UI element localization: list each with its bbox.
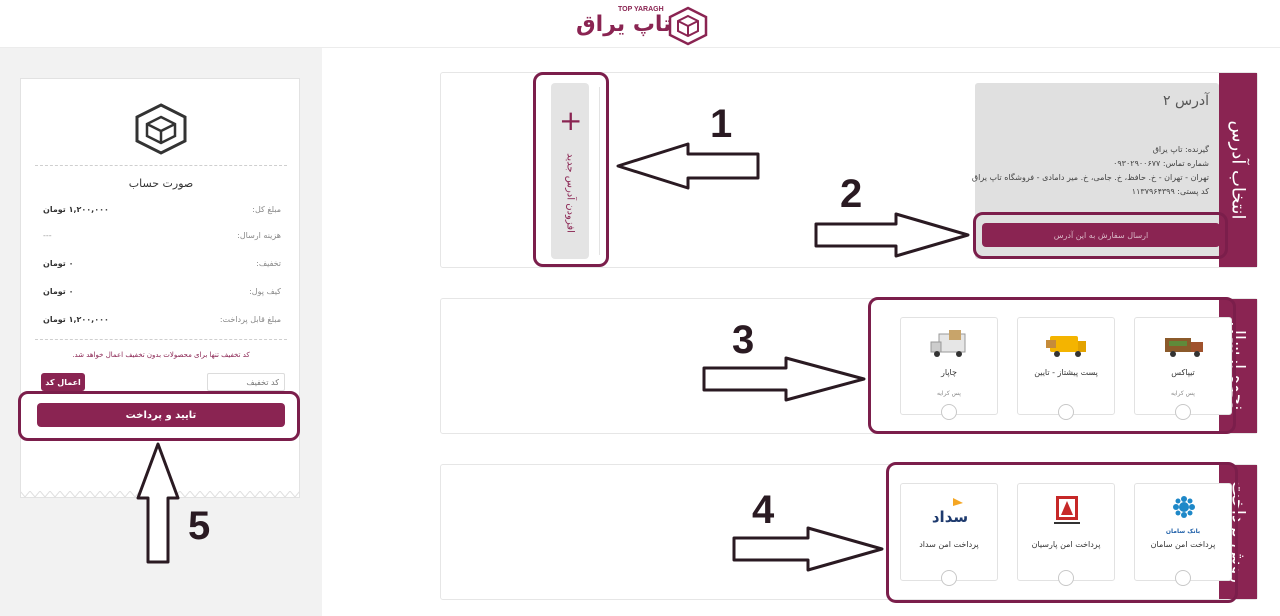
address-receiver: گیرنده: تاپ یراق xyxy=(1152,145,1209,154)
shipping-option-name: پست پیشتاز - تایین xyxy=(1034,368,1098,377)
add-address-label: افزودن آدرس جدید xyxy=(564,153,576,233)
sadad-logo: سداد xyxy=(932,498,968,526)
invoice-logo-icon xyxy=(135,103,187,155)
address-tab: انتخاب آدرس xyxy=(1219,73,1257,267)
post-van-icon xyxy=(1046,336,1086,357)
send-to-address-button[interactable]: ارسال سفارش به این آدرس xyxy=(982,223,1220,247)
discount-note: کد تخفیف تنها برای محصولات بدون تخفیف اع… xyxy=(72,351,250,359)
invoice-column: صورت حساب مبلغ کل: ۱,۲۰۰,۰۰۰ تومان هزینه… xyxy=(0,48,322,616)
row-label: کیف پول: xyxy=(249,287,281,296)
payment-option-sadad[interactable]: سداد پرداخت امن سداد xyxy=(900,483,998,586)
shipping-option-sub: پس کرایه xyxy=(937,390,961,397)
saman-logo-text: بانک سامان xyxy=(1165,528,1201,535)
invoice-row-payable: مبلغ قابل پرداخت: ۱,۲۰۰,۰۰۰ تومان xyxy=(43,313,281,329)
payment-option-name: پرداخت امن سداد xyxy=(919,540,979,549)
apply-code-button[interactable]: اعمال کد xyxy=(41,373,85,391)
shipping-radio[interactable] xyxy=(1058,404,1074,420)
row-label: تخفیف: xyxy=(256,259,281,268)
payment-option-name: پرداخت امن سامان xyxy=(1150,540,1216,549)
brand-latin-name: TOP YARAGH xyxy=(618,6,664,13)
shipping-option-name: تیپاکس xyxy=(1171,368,1195,377)
shipping-option-chapar[interactable]: چاپار پس کرایه xyxy=(900,317,998,420)
row-value: --- xyxy=(43,231,52,240)
address-title: آدرس ۲ xyxy=(1163,93,1209,109)
annotation-number-3: 3 xyxy=(732,318,755,362)
payment-radio[interactable] xyxy=(1058,570,1074,586)
invoice-card: صورت حساب مبلغ کل: ۱,۲۰۰,۰۰۰ تومان هزینه… xyxy=(20,78,300,498)
annotation-number-5: 5 xyxy=(188,504,211,548)
site-logo[interactable]: TOP YARAGH تاپ یراق xyxy=(574,4,714,46)
saman-bank-logo xyxy=(1173,496,1195,518)
tipax-truck-icon xyxy=(1165,338,1203,357)
plus-icon: + xyxy=(559,104,583,137)
divider xyxy=(35,165,287,166)
row-value: ۰ تومان xyxy=(43,259,74,268)
shipping-section: نحوه ارسال تیپاکس پس کرایه پست پیشتاز - … xyxy=(440,298,1258,434)
discount-code-input[interactable] xyxy=(207,373,285,391)
brand-name: تاپ یراق xyxy=(576,12,672,37)
row-value: ۱,۲۰۰,۰۰۰ تومان xyxy=(43,205,109,214)
divider xyxy=(599,87,600,255)
address-card[interactable]: آدرس ۲ گیرنده: تاپ یراق شماره تماس: ۰۹۳۰… xyxy=(971,83,1220,259)
add-new-address-button[interactable]: + افزودن آدرس جدید xyxy=(551,83,589,259)
shipping-radio[interactable] xyxy=(941,404,957,420)
shipping-option-tipax[interactable]: تیپاکس پس کرایه xyxy=(1134,317,1232,420)
invoice-row-wallet: کیف پول: ۰ تومان xyxy=(43,285,281,301)
chapar-truck-icon xyxy=(930,330,966,357)
invoice-title: صورت حساب xyxy=(128,177,194,190)
annotation-number-1: 1 xyxy=(710,102,733,146)
shipping-radio[interactable] xyxy=(1175,404,1191,420)
divider xyxy=(35,339,287,340)
payment-section: روش پرداخت بانک سامان پرداخت امن سامان پ… xyxy=(440,464,1258,600)
address-section: انتخاب آدرس + افزودن آدرس جدید آدرس ۲ گی… xyxy=(440,72,1258,268)
parsian-bank-logo xyxy=(1054,496,1080,524)
payment-option-saman[interactable]: بانک سامان پرداخت امن سامان xyxy=(1134,483,1232,586)
row-label: مبلغ قابل پرداخت: xyxy=(219,315,281,324)
confirm-and-pay-button[interactable]: تایید و پرداخت xyxy=(37,403,285,427)
payment-radio[interactable] xyxy=(941,570,957,586)
address-postal: کد پستی: ۱۱۳۷۹۶۴۳۹۹ xyxy=(1131,187,1209,196)
payment-radio[interactable] xyxy=(1175,570,1191,586)
invoice-row-discount: تخفیف: ۰ تومان xyxy=(43,257,281,273)
row-value: ۰ تومان xyxy=(43,287,74,296)
receipt-edge xyxy=(20,491,300,498)
shipping-option-sub: پس کرایه xyxy=(1171,390,1195,397)
row-label: هزینه ارسال: xyxy=(237,231,281,240)
address-tab-label: انتخاب آدرس xyxy=(1227,120,1249,220)
address-phone: شماره تماس: ۰۹۳۰۲۹۰۰۶۷۷ xyxy=(1113,159,1209,168)
payment-option-parsian[interactable]: پرداخت امن پارسیان xyxy=(1017,483,1115,586)
shipping-option-post[interactable]: پست پیشتاز - تایین xyxy=(1017,317,1115,420)
address-text: تهران - تهران - خ. حافظ، خ. جامی، خ. میر… xyxy=(971,173,1209,182)
annotation-number-2: 2 xyxy=(840,172,863,216)
invoice-row-shipping: هزینه ارسال: --- xyxy=(43,229,281,245)
shipping-option-name: چاپار xyxy=(941,368,957,377)
hexagon-logo-icon xyxy=(668,6,708,46)
annotation-number-4: 4 xyxy=(752,488,775,532)
svg-text:سداد: سداد xyxy=(932,508,968,526)
row-label: مبلغ کل: xyxy=(252,205,281,214)
top-header: TOP YARAGH تاپ یراق xyxy=(0,0,1280,48)
payment-option-name: پرداخت امن پارسیان xyxy=(1031,540,1101,549)
invoice-row-total: مبلغ کل: ۱,۲۰۰,۰۰۰ تومان xyxy=(43,203,281,219)
row-value: ۱,۲۰۰,۰۰۰ تومان xyxy=(43,315,109,324)
